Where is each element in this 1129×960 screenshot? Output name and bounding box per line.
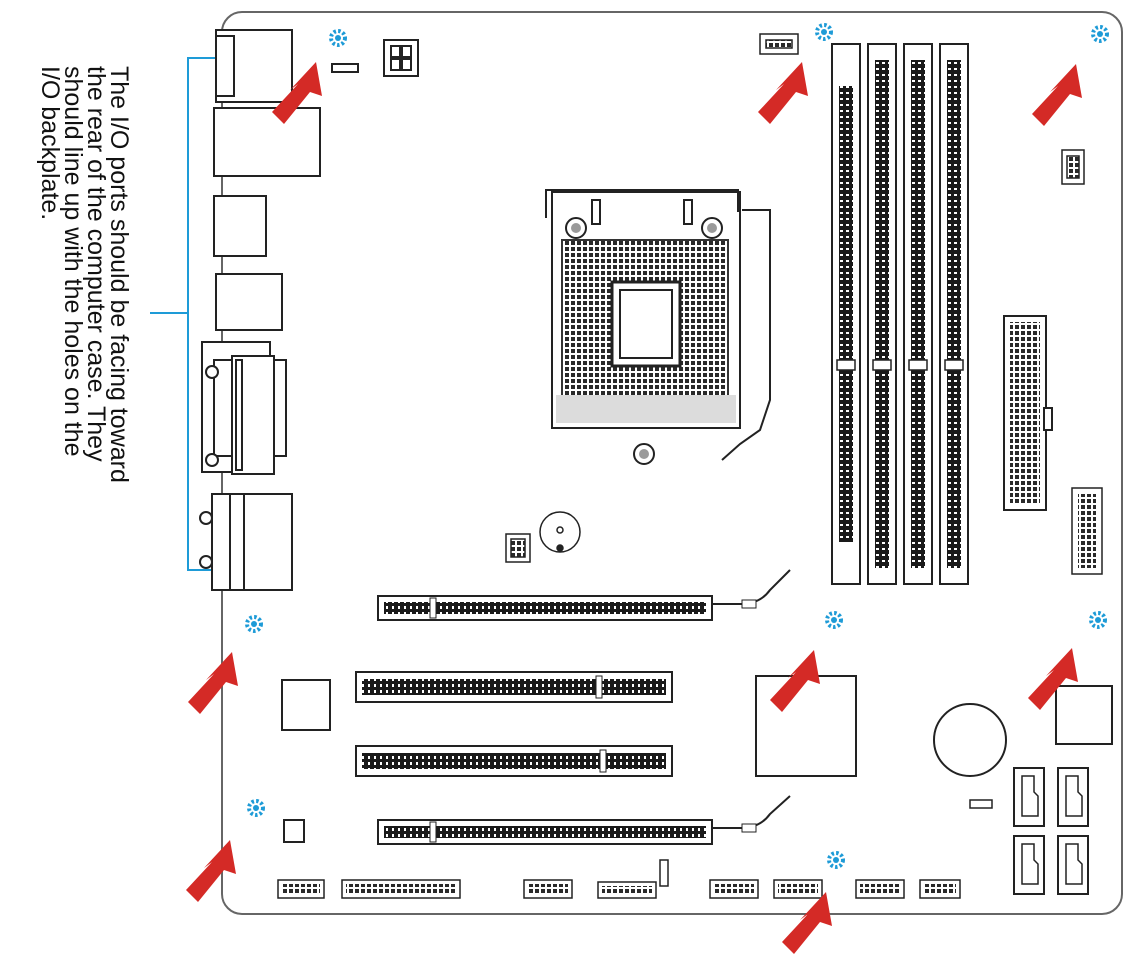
rear-io-ports [199, 29, 321, 591]
atx-power-connector [1003, 315, 1053, 511]
memory-slots [831, 43, 969, 585]
chips [281, 675, 1113, 843]
sata-connectors [1013, 767, 1089, 895]
buzzer [539, 511, 581, 553]
expansion-slots [355, 569, 791, 845]
io-callout-line [150, 57, 232, 571]
cpu-power-connector [331, 39, 419, 77]
bottom-headers [277, 859, 961, 899]
cpu-socket [545, 189, 771, 465]
fan-headers [505, 33, 1085, 563]
usb-header-right [1071, 487, 1103, 575]
board-outline [221, 11, 1123, 915]
